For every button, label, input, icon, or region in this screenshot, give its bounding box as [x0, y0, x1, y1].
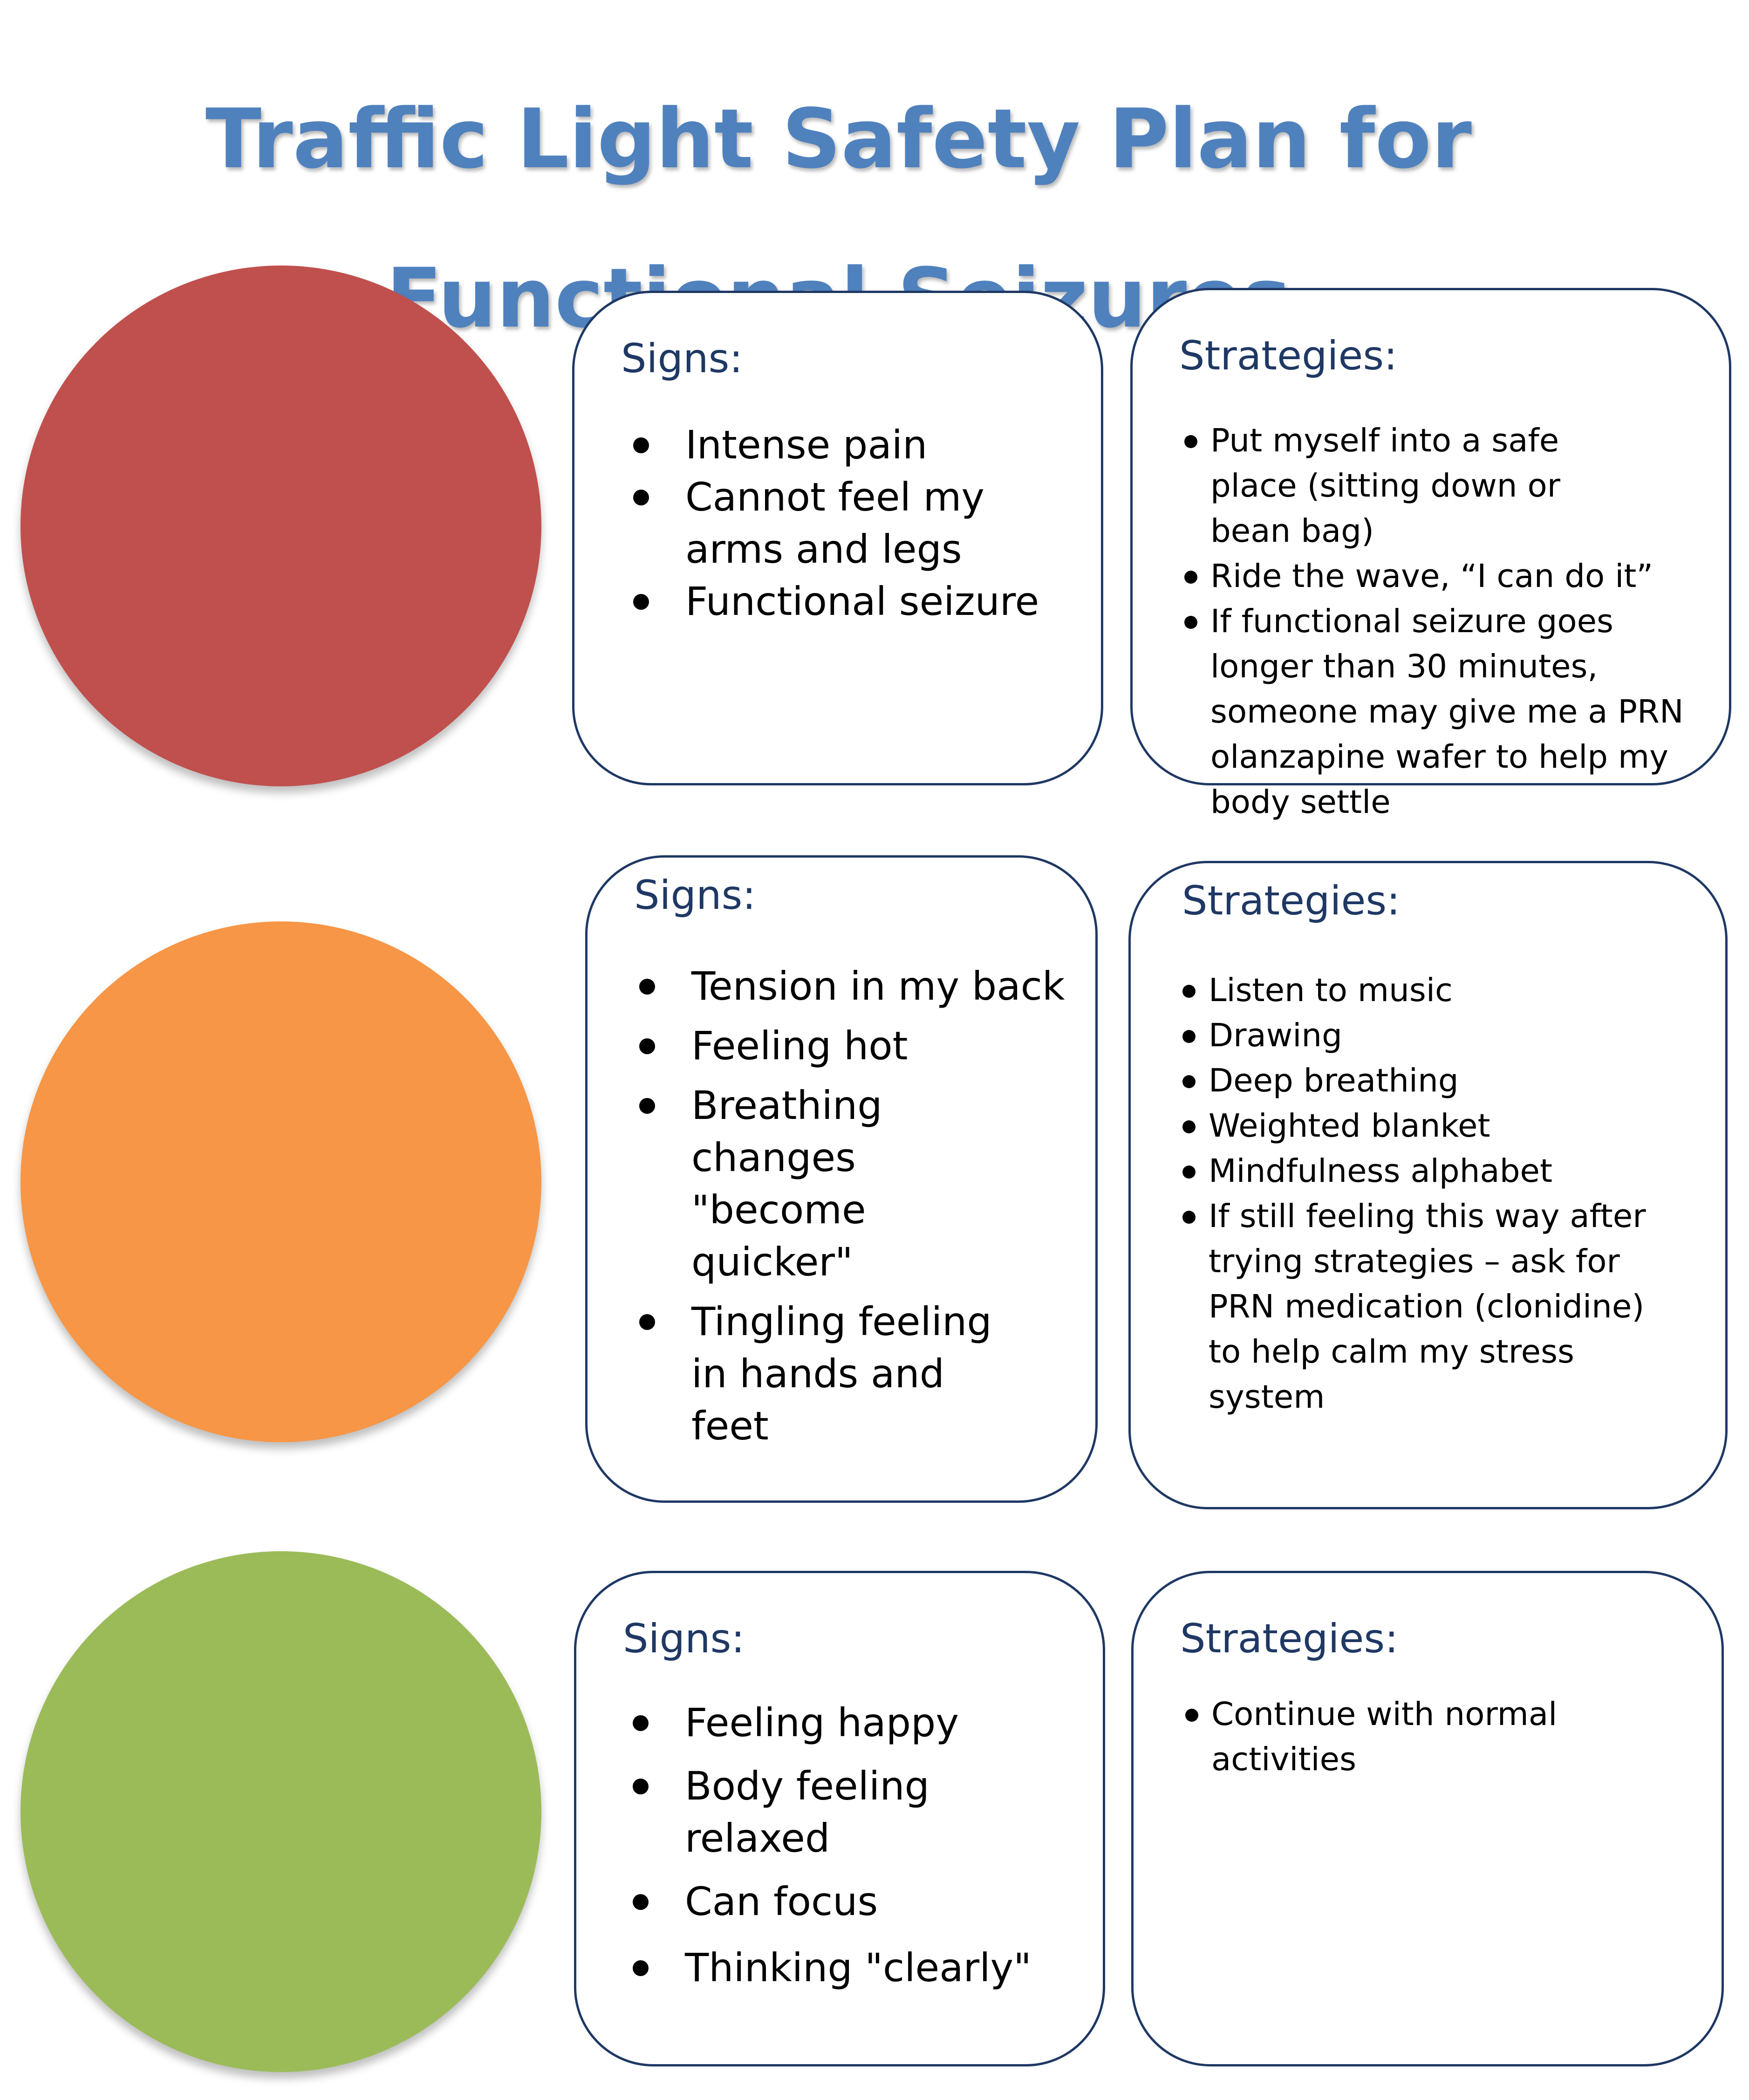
list-item: Mindfulness alphabet — [1180, 1149, 1720, 1194]
list-item: Thinking "clearly" — [625, 1942, 1091, 1994]
list-item: Body feeling relaxed — [625, 1760, 974, 1864]
red-strategies-heading: Strategies: — [1179, 333, 1398, 379]
green-strategies-list: Continue with normal activities — [1182, 1692, 1714, 1782]
list-item: Feeling happy — [625, 1697, 1091, 1749]
list-item: Breathing changes "become quicker" — [632, 1079, 1018, 1288]
list-item: Feeling hot — [632, 1020, 1088, 1072]
title-line-1: Traffic Light Safety Plan for — [205, 91, 1472, 187]
green-signs-heading: Signs: — [623, 1616, 745, 1662]
red-light-circle — [20, 266, 541, 786]
amber-signs-heading: Signs: — [634, 872, 756, 919]
list-item: Tingling feeling in hands and feet — [632, 1295, 1008, 1452]
list-item: Continue with normal activities — [1182, 1692, 1593, 1782]
list-item: Tension in my back — [632, 960, 1088, 1012]
green-signs-list: Feeling happy Body feeling relaxed Can f… — [625, 1697, 1091, 1994]
green-light-circle — [20, 1551, 541, 2072]
list-item: Cannot feel my arms and legs — [626, 471, 1039, 575]
red-strategies-list: Put myself into a safe place (sitting do… — [1182, 418, 1722, 825]
list-item: Drawing — [1180, 1013, 1720, 1058]
list-item: Put myself into a safe place (sitting do… — [1182, 418, 1648, 554]
list-item: Deep breathing — [1180, 1058, 1720, 1104]
list-item: Functional seizure — [626, 575, 1092, 627]
red-signs-box: Signs: Intense pain Cannot feel my arms … — [572, 291, 1103, 785]
amber-signs-list: Tension in my back Feeling hot Breathing… — [632, 960, 1088, 1452]
amber-light-circle — [20, 921, 541, 1442]
red-signs-list: Intense pain Cannot feel my arms and leg… — [626, 419, 1092, 627]
amber-strategies-list: Listen to music Drawing Deep breathing W… — [1180, 968, 1720, 1420]
red-strategies-box: Strategies: Put myself into a safe place… — [1130, 288, 1731, 821]
list-item: If still feeling this way after trying s… — [1180, 1194, 1684, 1420]
list-item: Listen to music — [1180, 968, 1720, 1013]
green-strategies-heading: Strategies: — [1180, 1616, 1399, 1662]
list-item: Intense pain — [626, 419, 1092, 471]
amber-signs-box: Signs: Tension in my back Feeling hot Br… — [585, 855, 1098, 1503]
list-item: If functional seizure goes longer than 3… — [1182, 599, 1704, 825]
list-item: Ride the wave, “I can do it” — [1182, 554, 1722, 599]
list-item: Weighted blanket — [1180, 1104, 1720, 1149]
green-strategies-box: Strategies: Continue with normal activit… — [1131, 1571, 1724, 2066]
amber-strategies-box: Strategies: Listen to music Drawing Deep… — [1128, 861, 1728, 1509]
green-signs-box: Signs: Feeling happy Body feeling relaxe… — [574, 1571, 1105, 2066]
amber-strategies-heading: Strategies: — [1182, 878, 1401, 924]
red-signs-heading: Signs: — [621, 335, 743, 382]
list-item: Can focus — [625, 1875, 1091, 1928]
